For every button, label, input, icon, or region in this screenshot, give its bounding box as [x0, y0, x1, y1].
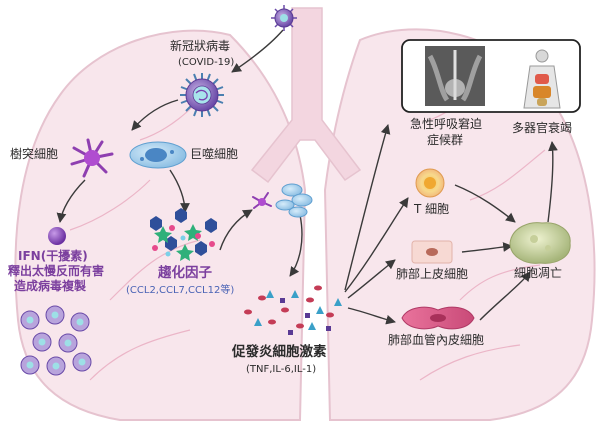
- cytokine-label: 促發炎細胞激素: [232, 344, 327, 360]
- ifn-label: IFN(干擾素): [18, 249, 88, 263]
- chemokine-label: 趨化因子: [158, 265, 212, 281]
- arrow-cells-to-cytokine: [289, 214, 303, 277]
- ifn-sphere-icon: [48, 227, 66, 245]
- macrophage-label: 巨噬細胞: [190, 147, 239, 161]
- arrow-to-endothelial: [347, 307, 396, 325]
- arrow-dendritic-to-ifn: [56, 179, 86, 223]
- arrow-virus-to-dendritic: [131, 99, 179, 131]
- macrophage-icon: [129, 141, 187, 169]
- cytokine-molecules: [244, 285, 342, 335]
- chemokine-molecules: [150, 208, 217, 261]
- flow-arrows: [56, 29, 558, 325]
- apoptosis-label: 細胞凋亡: [514, 266, 563, 280]
- arrow-macrophage-to-chemokine: [169, 169, 190, 213]
- ifn-effect-line: 造成病毒複製: [14, 279, 87, 293]
- outcome-frame: [401, 39, 581, 113]
- arrow-to-epithelial: [347, 259, 396, 299]
- coronavirus-icon: [271, 5, 297, 31]
- chemokine-subtitle: (CCL2,CCL7,CCL12等): [126, 285, 235, 296]
- ards-label: 急性呼吸窘迫: [410, 117, 483, 131]
- virus-name-label: 新冠狀病毒: [170, 39, 231, 53]
- organ-failure-label: 多器官衰竭: [512, 121, 573, 135]
- t-cell-label: T 細胞: [414, 202, 450, 216]
- recruited-cells: [252, 183, 313, 218]
- arrow-to-ards: [344, 124, 391, 291]
- arrow-virus-to-virus: [231, 29, 284, 73]
- arrow-epithelial-to-apoptosis: [461, 242, 513, 253]
- endothelial-label: 肺部血管內皮細胞: [388, 333, 485, 347]
- chest-xray-icon: [425, 46, 485, 106]
- arrow-tcell-to-apoptosis: [454, 184, 516, 223]
- endothelial-cell-icon: [401, 306, 475, 330]
- epithelial-label: 肺部上皮細胞: [396, 267, 469, 281]
- cytokine-subtitle: (TNF,IL-6,IL-1): [246, 364, 317, 375]
- coronavirus-icon: [180, 73, 224, 117]
- epithelial-cell-icon: [411, 240, 453, 264]
- dendritic-cell-label: 樹突細胞: [10, 147, 59, 161]
- trachea: [250, 7, 362, 184]
- apoptotic-cell-icon: [509, 222, 571, 264]
- arrow-to-tcell: [344, 197, 409, 293]
- arrow-endothelial-to-apoptosis: [479, 271, 531, 321]
- t-cell-icon: [415, 168, 445, 198]
- arrow-apoptosis-to-organ: [547, 141, 558, 223]
- ifn-effect-line: 釋出太慢反而有害: [8, 264, 105, 278]
- bronchi-veins: [69, 79, 546, 381]
- virus-cluster: [20, 305, 92, 376]
- arrow-chemokine-to-cells: [219, 209, 253, 251]
- virus-subtitle-label: (COVID-19): [178, 57, 235, 68]
- dendritic-cell-icon: [70, 138, 114, 178]
- ards-label: 症候群: [427, 133, 464, 147]
- organ-body-icon: [523, 49, 561, 109]
